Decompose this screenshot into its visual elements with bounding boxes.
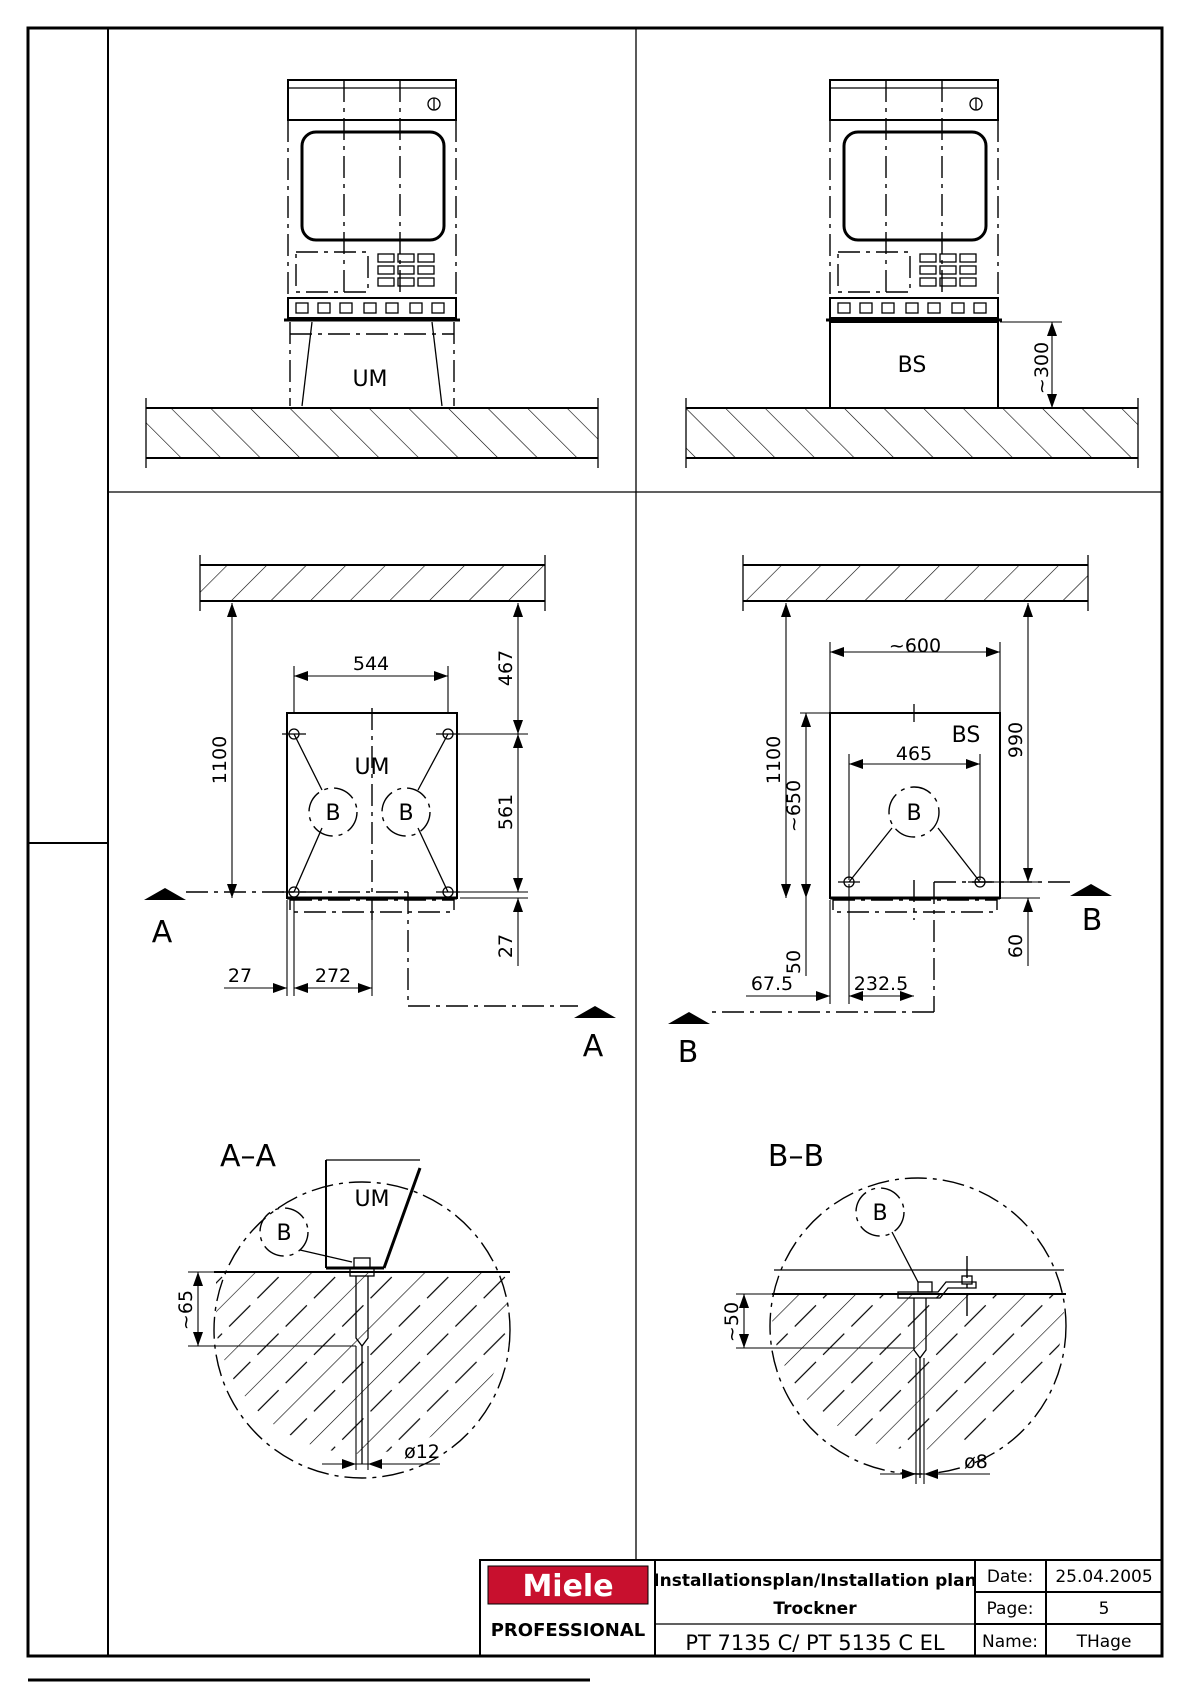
view-plan-um: B B UM 544 1100 467 561 (144, 555, 616, 1064)
dim-67-5: 67.5 (751, 973, 793, 995)
section-aa-title: A–A (220, 1139, 277, 1174)
dim-467: 467 (495, 650, 517, 686)
page-value: 5 (1099, 1599, 1110, 1619)
plan-subtitle: Trockner (773, 1599, 857, 1619)
section-line-a: A A (144, 888, 616, 1064)
view-floor-plinth-side: UM (146, 80, 598, 468)
wall-section-left (200, 555, 545, 611)
dim-600: ~600 (889, 635, 941, 657)
view-base-side: BS ~300 (686, 80, 1138, 468)
plan-base-label: BS (952, 723, 981, 748)
dims-plan-bs: ~600 465 1100 ~650 990 60 (746, 603, 1040, 1004)
anchor-label-bs: B (906, 801, 921, 826)
dim-1100-right: 1100 (763, 736, 785, 784)
floor-section-left (146, 398, 598, 468)
brand-name: Miele (522, 1569, 613, 1604)
dryer-elevation-right (826, 80, 1002, 320)
base-bs: BS (830, 322, 998, 408)
dim-990: 990 (1005, 722, 1027, 758)
miele-logo: Miele PROFESSIONAL (488, 1566, 648, 1641)
base-footprint: B BS (830, 704, 1000, 920)
dim-50: 50 (783, 950, 805, 974)
dim-1100-left: 1100 (209, 736, 231, 784)
wall-section-right (743, 555, 1088, 611)
section-aa-anchor: B (276, 1221, 291, 1246)
dim-561: 561 (495, 794, 517, 830)
section-bb-title: B–B (768, 1139, 824, 1174)
plinth-footprint: B B UM (282, 708, 460, 920)
dim-465: 465 (896, 743, 932, 765)
dim-base-height: ~300 (1000, 322, 1062, 408)
dim-27-horizontal: 27 (228, 965, 252, 987)
section-aa-um: UM (354, 1187, 389, 1212)
anchor-label-right: B (398, 801, 413, 826)
floor-plinth-um: UM (290, 322, 454, 406)
dim-544: 544 (353, 653, 389, 675)
plinth-label: UM (352, 367, 387, 392)
section-aa-diameter: ø12 (404, 1441, 440, 1463)
section-aa-depth: ~65 (175, 1290, 197, 1330)
dims-plan-um: 544 1100 467 561 27 27 (209, 603, 528, 996)
dim-27-vertical: 27 (495, 934, 517, 958)
section-marker-a-left: A (152, 915, 173, 950)
dryer-elevation-left (284, 80, 460, 320)
section-marker-a-right: A (583, 1029, 604, 1064)
name-value: THage (1076, 1632, 1132, 1652)
section-marker-b-left: B (678, 1035, 699, 1070)
date-label: Date: (987, 1567, 1033, 1587)
base-label: BS (898, 353, 927, 378)
dim-232-5: 232.5 (854, 973, 908, 995)
section-bb-anchor: B (872, 1201, 887, 1226)
model-numbers: PT 7135 C/ PT 5135 C EL (685, 1631, 945, 1655)
sheet-frame (28, 28, 1162, 1680)
dim-650: ~650 (783, 780, 805, 832)
dim-60: 60 (1005, 934, 1027, 958)
name-label: Name: (982, 1632, 1038, 1652)
brand-sub: PROFESSIONAL (491, 1620, 646, 1641)
floor-section-right (686, 398, 1138, 468)
section-bb-depth: ~50 (721, 1302, 743, 1342)
plan-title: Installationsplan/Installation plan (653, 1571, 976, 1591)
page-label: Page: (987, 1599, 1034, 1619)
date-value: 25.04.2005 (1055, 1567, 1152, 1587)
base-height-dim: ~300 (1031, 342, 1053, 394)
view-plan-bs: B BS ~600 465 1100 ~650 (668, 555, 1112, 1070)
section-marker-b-right: B (1082, 903, 1103, 938)
dim-272: 272 (315, 965, 351, 987)
view-section-bb: B–B B ~50 ø8 (721, 1139, 1066, 1484)
section-bb-diameter: ø8 (964, 1451, 988, 1473)
view-section-aa: A–A UM B ~65 ø12 (175, 1139, 510, 1478)
plan-plinth-label: UM (354, 755, 389, 780)
title-block: Miele PROFESSIONAL Installationsplan/Ins… (480, 1560, 1162, 1656)
anchor-label-left: B (325, 801, 340, 826)
